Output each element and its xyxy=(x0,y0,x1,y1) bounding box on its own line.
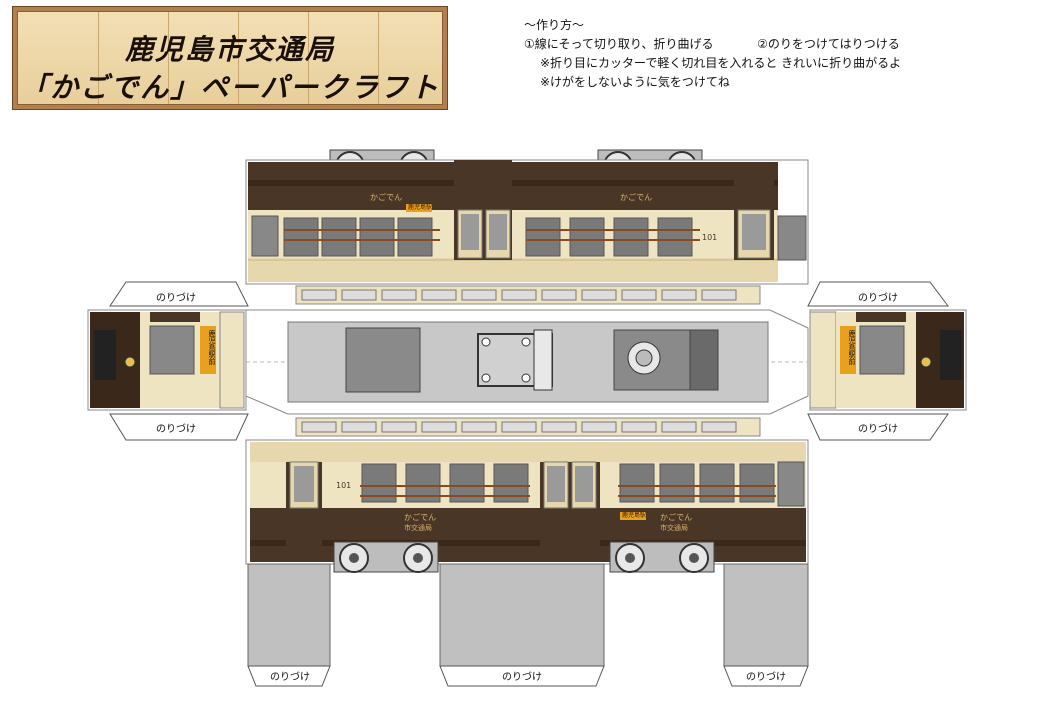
side-logo-bottom-right: かごでん xyxy=(660,512,692,522)
lower-cream-band xyxy=(248,258,778,282)
instructions: 〜作り方〜 ①線にそって切り取り、折り曲げる ②のりをつけてはりつける ※折り目… xyxy=(524,16,1024,92)
car-number-bottom: 101 xyxy=(336,481,351,490)
window-row-bottom-right xyxy=(618,461,805,507)
side-logo-sub-bottom-left: 市交通局 xyxy=(404,523,432,532)
window-row-top-right xyxy=(525,217,700,257)
title-board-inner: 鹿児島市交通局 「かごでん」ペーパークラフト xyxy=(17,11,443,105)
instruction-note-2: ※けがをしないように気をつけてね xyxy=(540,75,730,89)
bogie-bottom-left xyxy=(333,541,439,573)
glue-label-right-top: のりづけ xyxy=(858,293,898,304)
plank-divider xyxy=(238,12,239,104)
side-logo-top-right: かごでん xyxy=(620,192,652,202)
roof-panel xyxy=(245,309,809,415)
glue-label-right-bottom: のりづけ xyxy=(858,424,898,435)
roof-strip-bottom xyxy=(295,417,761,437)
glue-label-left-bottom: のりづけ xyxy=(156,424,196,435)
instruction-step-2: ②のりをつけてはりつける xyxy=(757,37,900,51)
roof-fan-unit xyxy=(613,329,719,391)
roof-strip-top xyxy=(295,285,761,305)
title-line-2: 「かごでん」ペーパークラフト xyxy=(19,71,440,104)
destination-sign-top: 鹿児島駅前 xyxy=(407,204,432,211)
side-logo-top-left: かごでん xyxy=(370,192,402,202)
title-board: 鹿児島市交通局 「かごでん」ペーパークラフト xyxy=(12,6,448,110)
instructions-heading: 〜作り方〜 xyxy=(524,18,585,32)
roof-unit-left xyxy=(345,327,421,393)
tram-side-panel-top: かごでん かごでん 101 xyxy=(245,149,809,285)
tram-end-panel-left xyxy=(87,281,249,441)
car-number-top: 101 xyxy=(702,233,717,242)
window-row-top-left xyxy=(251,215,440,257)
glue-label-underframe-right: のりづけ xyxy=(746,672,786,683)
tram-end-panel-right xyxy=(807,281,967,441)
side-logo-bottom-left: かごでん xyxy=(404,512,436,522)
instructions-steps: ①線にそって切り取り、折り曲げる ②のりをつけてはりつける xyxy=(524,35,1024,54)
plank-divider xyxy=(378,12,379,104)
title-line-1: 鹿児島市交通局 xyxy=(124,33,335,66)
bogie-bottom-right xyxy=(609,541,715,573)
plank-divider xyxy=(98,12,99,104)
glue-label-underframe-left: のりづけ xyxy=(270,672,310,683)
destination-sign-left: 鹿児島駅前 xyxy=(208,330,216,365)
plank-divider xyxy=(168,12,169,104)
pantograph xyxy=(477,329,553,391)
side-logo-sub-bottom-right: 市交通局 xyxy=(660,523,688,532)
glue-label-left-top: のりづけ xyxy=(156,293,196,304)
tram-side-panel-bottom: 101 かごでん 市交通局 かごでん 市交通局 xyxy=(245,439,809,573)
glue-label-underframe-center: のりづけ xyxy=(502,672,542,683)
destination-sign-bottom: 鹿児島駅前 xyxy=(621,512,646,519)
instruction-step-1: ①線にそって切り取り、折り曲げる xyxy=(524,37,714,51)
underframe-tabs xyxy=(247,563,809,687)
plank-divider xyxy=(308,12,309,104)
instruction-note-1: ※折り目にカッターで軽く切れ目を入れると きれいに折り曲がるよ xyxy=(540,56,902,70)
window-row-bottom-left xyxy=(360,463,530,503)
destination-sign-right: 鹿児島駅前 xyxy=(848,330,856,365)
